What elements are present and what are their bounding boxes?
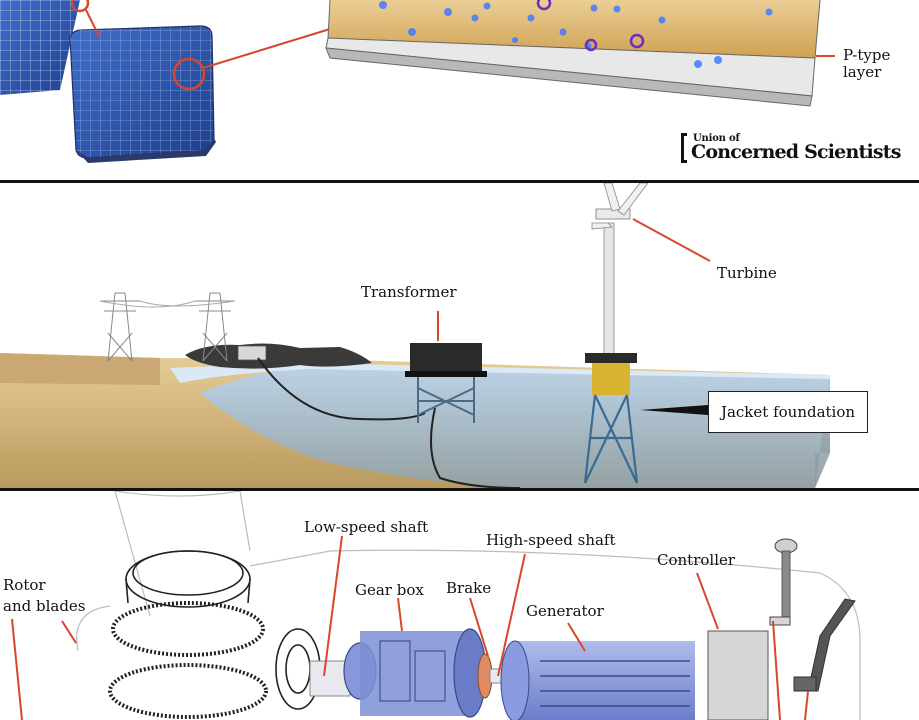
nacelle-cutaway-panel: Rotor and blades Low-speed shaft High-sp… bbox=[0, 491, 919, 720]
logo-bracket bbox=[681, 133, 687, 163]
solar-cell bbox=[69, 25, 216, 163]
solar-cell-panel: P-type layer Union of Concerned Scientis… bbox=[0, 0, 919, 180]
logo-big-text: Concerned Scientists bbox=[691, 141, 901, 163]
rotor-label: Rotor and blades bbox=[3, 576, 86, 615]
generator bbox=[500, 640, 695, 720]
panel-divider-2 bbox=[0, 488, 919, 491]
gear-box-label: Gear box bbox=[355, 581, 424, 599]
jacket-foundation-callout: Jacket foundation bbox=[708, 391, 868, 433]
jacket-foundation-label: Jacket foundation bbox=[720, 403, 856, 421]
high-speed-shaft-label: High-speed shaft bbox=[486, 531, 616, 549]
brake-label: Brake bbox=[446, 579, 492, 597]
magnifier-circle bbox=[172, 57, 206, 91]
low-speed-shaft-label: Low-speed shaft bbox=[304, 518, 429, 536]
offshore-wind-panel: Transformer Turbine Jacket foundation bbox=[0, 183, 919, 488]
offshore-illustration bbox=[0, 183, 830, 488]
turbine-label: Turbine bbox=[717, 264, 777, 282]
gear-box bbox=[343, 628, 487, 718]
sea-water bbox=[170, 363, 830, 488]
generator-label: Generator bbox=[526, 602, 604, 620]
nacelle-illustration bbox=[11, 491, 861, 720]
p-type-layer-block bbox=[325, 0, 821, 107]
rotor-hub bbox=[108, 550, 321, 719]
callout-lines bbox=[11, 535, 809, 720]
solar-array bbox=[0, 0, 80, 95]
wind-sensors bbox=[769, 538, 856, 692]
ucs-logo: Union of Concerned Scientists bbox=[681, 133, 903, 165]
panel-divider-1 bbox=[0, 180, 919, 183]
wind-turbine bbox=[583, 183, 649, 484]
p-type-layer-label: P-type layer bbox=[843, 46, 891, 81]
logo-small-text: Union of bbox=[693, 133, 740, 144]
solar-illustration bbox=[0, 0, 835, 163]
transformer-label: Transformer bbox=[361, 283, 457, 301]
power-pylons bbox=[99, 292, 236, 362]
transformer-platform bbox=[405, 343, 487, 423]
controller-label: Controller bbox=[657, 551, 736, 569]
